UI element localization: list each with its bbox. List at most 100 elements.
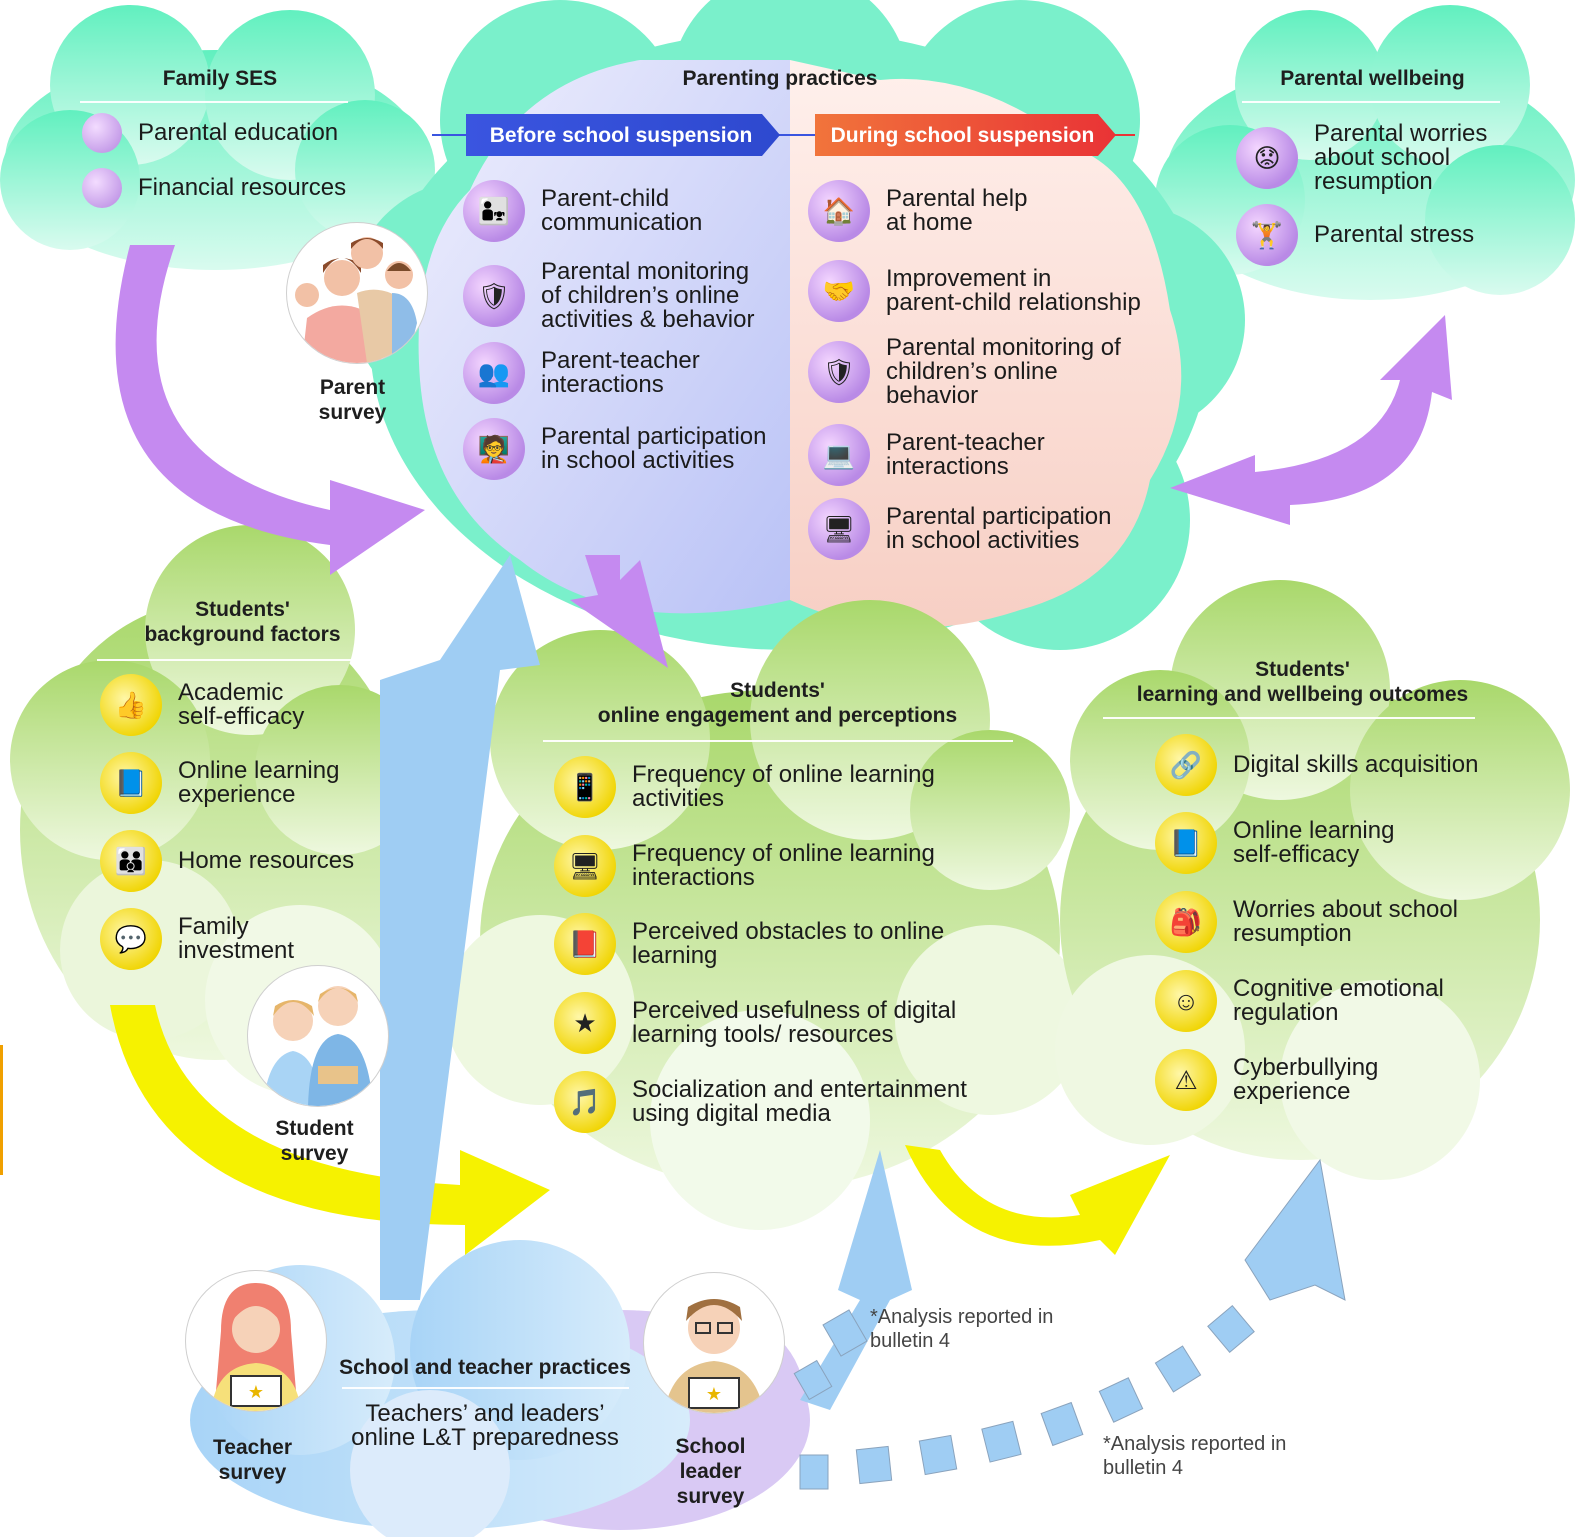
during-item-label: Improvement in parent-child relationship: [886, 265, 1141, 316]
dashed-arrow-small: [793, 1309, 868, 1401]
online-engagement-cloud: [445, 600, 1085, 1230]
cyberbully-icon: ⚠: [1155, 1049, 1217, 1111]
family-ses-item: Financial resources: [82, 168, 346, 208]
teacher-illustration: ★: [185, 1270, 327, 1412]
students-background-rule: [97, 659, 385, 661]
during-banner-shape: [815, 114, 1116, 156]
parenting-practices-title: Parenting practices: [682, 67, 878, 90]
before-item: 👥 Parent-teacher interactions: [463, 342, 700, 404]
engagement-item-label: Frequency of online learning activities: [632, 761, 935, 812]
before-item: 🧑‍🏫 Parental participation in school act…: [463, 418, 766, 480]
during-item: 🛡 Parental monitoring of children’s onli…: [808, 336, 1121, 408]
engagement-item-label: Perceived obstacles to online learning: [632, 918, 945, 969]
background-item-label: Academic self-efficacy: [178, 679, 305, 730]
school-leader-survey-label: School leader survey: [675, 1435, 746, 1508]
family-investment-icon: 💬: [100, 908, 162, 970]
digital-network-icon: 🔗: [1155, 734, 1217, 796]
online-engagement-rule: [543, 740, 1013, 742]
background-item-label: Family investment: [178, 913, 295, 964]
school-teacher-body: Teachers’ and leaders’ online L&T prepar…: [351, 1400, 619, 1451]
engagement-item: 📱 Frequency of online learning activitie…: [554, 756, 935, 818]
wellbeing-item: 😟 Parental worries about school resumpti…: [1236, 122, 1487, 194]
family-ses-item: Parental education: [82, 113, 338, 153]
parental-wellbeing-rule: [1242, 101, 1500, 103]
engagement-item-label: Frequency of online learning interaction…: [632, 840, 935, 891]
online-meeting-icon: 🖥: [808, 498, 870, 560]
teacher-survey-label: Teacher survey: [213, 1436, 292, 1484]
during-item: 🏠 Parental help at home: [808, 180, 1027, 242]
svg-text:★: ★: [706, 1384, 722, 1404]
before-banner-shape: [466, 114, 780, 156]
before-item-label: Parent-child communication: [541, 185, 703, 236]
engagement-item: 🖥 Frequency of online learning interacti…: [554, 835, 935, 897]
purple-arrow-wellbeing: [1170, 315, 1452, 525]
during-region: [790, 60, 1182, 628]
parental-wellbeing-title: Parental wellbeing: [1280, 67, 1465, 90]
engagement-item: 🎵 Socialization and entertainment using …: [554, 1071, 967, 1133]
blue-arrow-teacher: [380, 555, 540, 1300]
school-leader-illustration: ★: [643, 1272, 785, 1414]
before-item-label: Parental monitoring of children’s online…: [541, 258, 755, 333]
during-item: 💻 Parent-teacher interactions: [808, 424, 1045, 486]
online-engagement-title: Students' online engagement and percepti…: [597, 679, 958, 727]
during-item: 🤝 Improvement in parent-child relationsh…: [808, 260, 1141, 322]
background-item: 👪 Home resources: [100, 830, 354, 892]
engagement-item: ★ Perceived usefulness of digital learni…: [554, 992, 956, 1054]
outcome-item-label: Cognitive emotional regulation: [1233, 975, 1444, 1026]
background-item-label: Home resources: [178, 847, 355, 874]
students-illustration: [247, 965, 389, 1107]
analysis-note-1: *Analysis reported in bulletin 4: [870, 1306, 1054, 1352]
outcome-item: ☺ Cognitive emotional regulation: [1155, 970, 1444, 1032]
during-item-label: Parental participation in school activit…: [886, 503, 1112, 554]
purple-arrow-ses: [115, 245, 425, 575]
rating-stars-icon: ★: [554, 992, 616, 1054]
family-ses-item-label: Financial resources: [138, 174, 347, 201]
outcome-item-label: Online learning self-efficacy: [1233, 817, 1395, 868]
thumbs-up-icon: 👍: [100, 674, 162, 736]
parent-family-illustration: [286, 222, 428, 364]
emotion-faces-icon: ☺: [1155, 970, 1217, 1032]
bullet-circle-icon: [82, 168, 122, 208]
bullet-circle-icon: [82, 113, 122, 153]
video-call-icon: 💻: [808, 424, 870, 486]
outcome-item: 📘 Online learning self-efficacy: [1155, 812, 1394, 874]
dashed-arrow: [799, 1158, 1346, 1490]
before-item: 👨‍👧 Parent-child communication: [463, 180, 702, 242]
monitoring-shield-icon: 🛡: [808, 341, 870, 403]
analysis-note-2: *Analysis reported in bulletin 4: [1103, 1433, 1287, 1479]
engagement-item: 📕 Perceived obstacles to online learning: [554, 913, 944, 975]
wellbeing-item-label: Parental stress: [1314, 221, 1475, 248]
wellbeing-item: 🏋 Parental stress: [1236, 204, 1474, 266]
before-item-label: Parental participation in school activit…: [541, 423, 767, 474]
background-item: 👍 Academic self-efficacy: [100, 674, 304, 736]
outcome-item: 🔗 Digital skills acquisition: [1155, 734, 1478, 796]
outcome-item: ⚠ Cyberbullying experience: [1155, 1049, 1378, 1111]
social-media-icon: 🎵: [554, 1071, 616, 1133]
engagement-item-label: Socialization and entertainment using di…: [632, 1076, 967, 1127]
parental-wellbeing-cloud: [1155, 5, 1575, 300]
during-banner: During school suspension: [830, 124, 1095, 147]
before-item: 🛡 Parental monitoring of children’s onli…: [463, 260, 754, 332]
home-help-icon: 🏠: [808, 180, 870, 242]
students-background-title: Students' background factors: [144, 598, 341, 646]
background-item-label: Online learning experience: [178, 757, 340, 808]
svg-text:★: ★: [248, 1382, 264, 1402]
outcomes-rule: [1103, 717, 1475, 719]
purple-arrow-parenting: [570, 555, 668, 668]
left-edge-bar: [0, 1045, 3, 1175]
background-item: 💬 Family investment: [100, 908, 294, 970]
blue-arrow-school: [800, 1150, 912, 1410]
parent-survey-label: Parent survey: [318, 376, 387, 424]
family-ses-rule: [80, 101, 348, 103]
family-ses-title: Family SES: [162, 67, 278, 90]
outcomes-cloud: [1055, 580, 1570, 1180]
yellow-arrow-background: [110, 1005, 550, 1255]
obstacle-book-icon: 📕: [554, 913, 616, 975]
hands-icon: 🤝: [808, 260, 870, 322]
monitoring-shield-icon: 🛡: [463, 265, 525, 327]
parent-child-icon: 👨‍👧: [463, 180, 525, 242]
outcome-item: 🎒 Worries about school resumption: [1155, 891, 1458, 953]
worried-student-icon: 🎒: [1155, 891, 1217, 953]
during-item-label: Parental help at home: [886, 185, 1028, 236]
clock-tablet-icon: 📱: [554, 756, 616, 818]
